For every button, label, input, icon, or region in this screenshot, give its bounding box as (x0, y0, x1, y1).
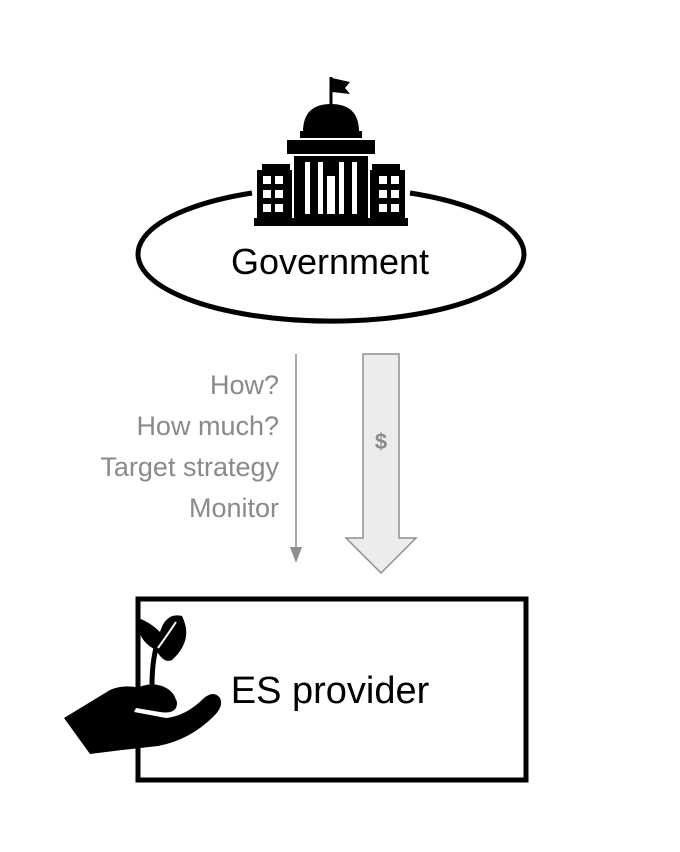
es-provider-label: ES provider (231, 670, 430, 712)
policy-flow: How? How much? Target strategy Monitor (100, 354, 302, 563)
policy-item-how: How? (210, 370, 279, 400)
policy-item-target-strategy: Target strategy (100, 452, 279, 482)
payment-dollar-label: $ (375, 429, 387, 454)
policy-item-monitor: Monitor (189, 493, 279, 523)
policy-flow-arrowhead (290, 547, 302, 563)
hand-holding-plant-icon (60, 615, 222, 754)
government-ellipse (135, 190, 527, 324)
payment-flow: $ (344, 353, 418, 575)
capitol-windows (263, 162, 399, 214)
payment-arrow (344, 353, 418, 575)
policy-item-how-much: How much? (136, 411, 279, 441)
government-label: Government (231, 241, 429, 282)
